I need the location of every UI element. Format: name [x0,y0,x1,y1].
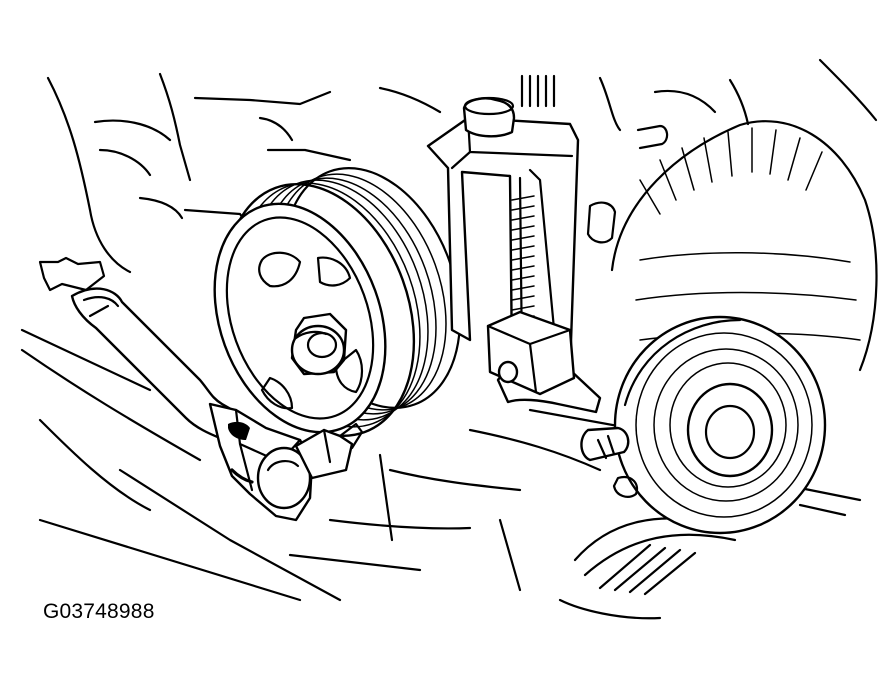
pulley-remover-tool [428,98,600,412]
figure-id-label: G03748988 [43,600,155,623]
alternator-pulley [615,317,825,533]
extension-bar [340,424,362,448]
ratchet-wrench [72,289,352,520]
pulley-nut [292,314,346,374]
power-steering-pulley [184,143,491,462]
engine-background [22,60,876,618]
hose-fitting [581,428,637,497]
